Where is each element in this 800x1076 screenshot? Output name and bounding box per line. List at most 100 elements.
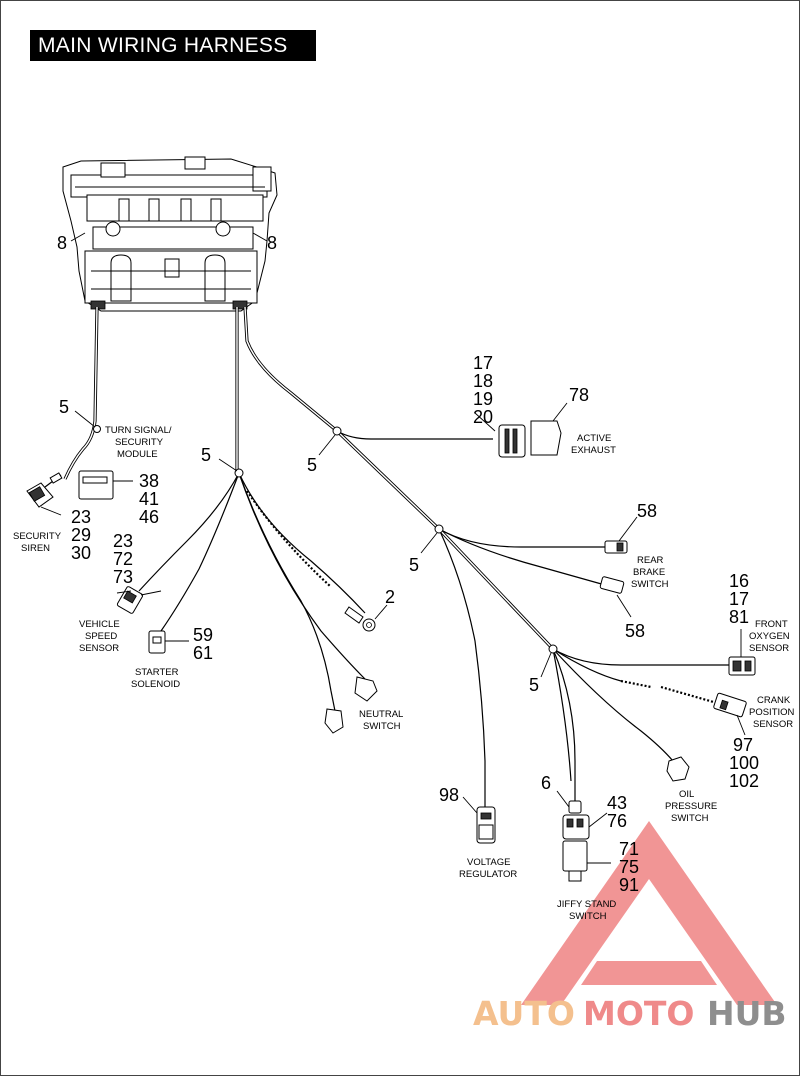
callout-43: 43 xyxy=(607,793,627,813)
label-voltage-regulator: VOLTAGE REGULATOR xyxy=(459,857,517,880)
wire-rear-brake-a xyxy=(438,528,605,548)
starter-solenoid xyxy=(148,630,189,654)
svg-text:SENSOR: SENSOR xyxy=(753,719,793,730)
svg-text:REGULATOR: REGULATOR xyxy=(459,869,517,880)
svg-text:SPEED: SPEED xyxy=(85,631,117,642)
active-exhaust-connector xyxy=(474,402,568,458)
label-crank-position: CRANK POSITION SENSOR xyxy=(749,695,795,730)
svg-text:JIFFY STAND: JIFFY STAND xyxy=(557,899,616,910)
wire-jiffy-stand xyxy=(552,648,576,801)
wire-active-exhaust xyxy=(336,430,493,440)
svg-text:VEHICLE: VEHICLE xyxy=(79,619,120,630)
callout-8-left: 8 xyxy=(57,233,67,253)
callout-8-right: 8 xyxy=(267,233,277,253)
svg-text:CRANK: CRANK xyxy=(757,695,791,706)
diagram-title: MAIN WIRING HARNESS xyxy=(30,30,316,61)
svg-text:OIL: OIL xyxy=(679,789,694,800)
callout-97: 97 xyxy=(733,735,753,755)
electrical-caddy xyxy=(62,156,278,312)
wire-ground xyxy=(238,472,366,614)
svg-text:BRAKE: BRAKE xyxy=(633,567,665,578)
callout-5-lower: 5 xyxy=(409,555,419,575)
callout-19: 19 xyxy=(473,389,493,409)
callout-5-mid: 5 xyxy=(307,455,317,475)
callout-75: 75 xyxy=(619,857,639,877)
callout-5-left: 5 xyxy=(201,445,211,465)
wire-oil-pressure xyxy=(552,648,674,762)
callout-78: 78 xyxy=(569,385,589,405)
wire-neutral xyxy=(238,472,336,712)
label-jiffy-stand: JIFFY STAND SWITCH xyxy=(557,899,616,922)
svg-text:SENSOR: SENSOR xyxy=(79,643,119,654)
svg-text:SENSOR: SENSOR xyxy=(749,643,789,654)
vehicle-speed-sensor xyxy=(116,586,162,614)
svg-text:SOLENOID: SOLENOID xyxy=(131,679,180,690)
label-vehicle-speed: VEHICLE SPEED SENSOR xyxy=(79,619,120,654)
label-active-exhaust: ACTIVE EXHAUST xyxy=(571,433,616,456)
callout-81: 81 xyxy=(729,607,749,627)
turn-signal-module xyxy=(78,470,133,500)
svg-text:EXHAUST: EXHAUST xyxy=(571,445,616,456)
svg-text:SIREN: SIREN xyxy=(21,543,50,554)
svg-text:VOLTAGE: VOLTAGE xyxy=(467,857,510,868)
callout-2: 2 xyxy=(385,587,395,607)
label-turn-signal: TURN SIGNAL/ SECURITY MODULE xyxy=(105,425,172,460)
svg-text:SWITCH: SWITCH xyxy=(569,911,607,922)
crank-position-sensor xyxy=(713,692,747,736)
callout-76: 76 xyxy=(607,811,627,831)
callout-72: 72 xyxy=(113,549,133,569)
svg-text:REAR: REAR xyxy=(637,555,664,566)
svg-text:STARTER: STARTER xyxy=(135,667,179,678)
wire-vehicle-speed xyxy=(138,472,240,592)
callout-98: 98 xyxy=(439,785,459,805)
label-neutral-switch: NEUTRAL SWITCH xyxy=(359,709,403,732)
label-security-siren: SECURITY SIREN xyxy=(13,531,62,554)
callout-23-siren: 23 xyxy=(71,507,91,527)
wire-neutral-b xyxy=(238,472,366,680)
svg-text:SWITCH: SWITCH xyxy=(363,721,401,732)
label-oil-pressure: OIL PRESSURE SWITCH xyxy=(665,789,717,824)
svg-text:SECURITY: SECURITY xyxy=(115,437,164,448)
svg-text:FRONT: FRONT xyxy=(755,619,788,630)
callout-30: 30 xyxy=(71,543,91,563)
callout-46: 46 xyxy=(139,507,159,527)
callout-41: 41 xyxy=(139,489,159,509)
label-front-oxygen: FRONT OXYGEN SENSOR xyxy=(749,619,790,654)
svg-text:TURN SIGNAL/: TURN SIGNAL/ xyxy=(105,425,172,436)
wire-front-oxygen xyxy=(552,648,729,666)
callout-91: 91 xyxy=(619,875,639,895)
callout-58-bottom: 58 xyxy=(625,621,645,641)
callout-5-right: 5 xyxy=(529,675,539,695)
jiffy-stand-switch xyxy=(556,790,611,882)
callout-17-oxygen: 17 xyxy=(729,589,749,609)
callout-73: 73 xyxy=(113,567,133,587)
svg-text:SECURITY: SECURITY xyxy=(13,531,62,542)
wire-left-trunk xyxy=(63,306,99,480)
callout-5-turn: 5 xyxy=(59,397,69,417)
svg-text:ACTIVE: ACTIVE xyxy=(577,433,611,444)
wire-rear-brake-b xyxy=(438,528,606,586)
label-rear-brake: REAR BRAKE SWITCH xyxy=(631,555,669,590)
callout-38: 38 xyxy=(139,471,159,491)
callout-17-exhaust: 17 xyxy=(473,353,493,373)
watermark-hub: HUB xyxy=(707,994,787,1033)
svg-text:POSITION: POSITION xyxy=(749,707,795,718)
callout-6: 6 xyxy=(541,773,551,793)
ground-terminal xyxy=(344,604,388,632)
callout-61: 61 xyxy=(193,643,213,663)
svg-text:SWITCH: SWITCH xyxy=(631,579,669,590)
label-starter-solenoid: STARTER SOLENOID xyxy=(131,667,180,690)
callout-58-top: 58 xyxy=(637,501,657,521)
security-siren xyxy=(26,472,63,516)
watermark-moto: MOTO xyxy=(583,994,694,1033)
wire-voltage-regulator xyxy=(438,528,486,809)
neutral-switch xyxy=(324,676,378,734)
callout-29: 29 xyxy=(71,525,91,545)
svg-text:NEUTRAL: NEUTRAL xyxy=(359,709,403,720)
rear-brake-switch xyxy=(599,516,638,618)
watermark-triangle xyxy=(521,821,777,1005)
callout-23-speed: 23 xyxy=(113,531,133,551)
front-oxygen-sensor xyxy=(728,629,756,676)
